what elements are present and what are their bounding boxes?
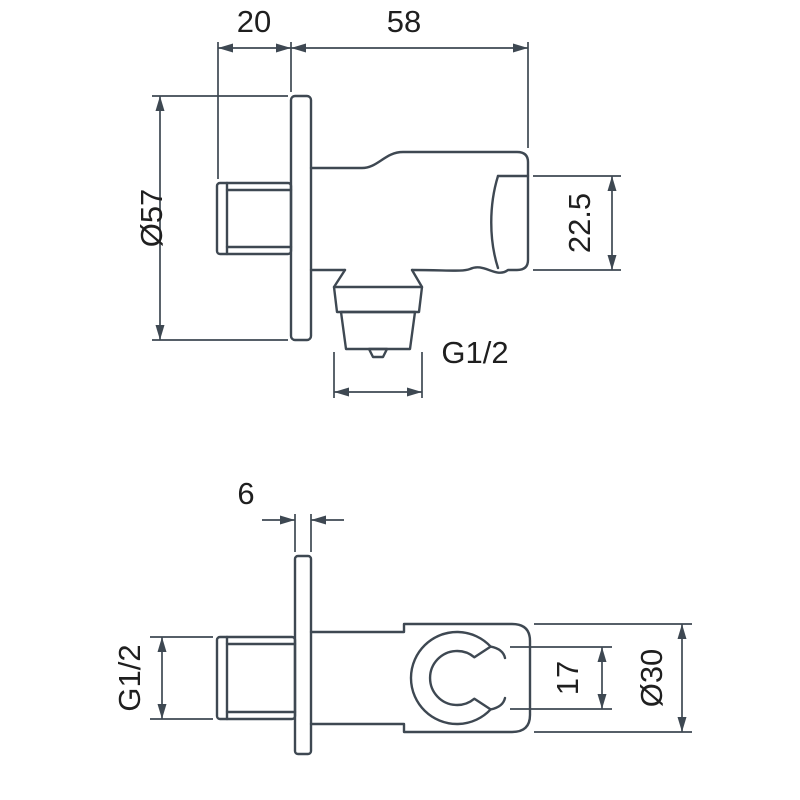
- outlet-thread-tip: [339, 310, 417, 351]
- wall-flange-plan: [293, 554, 313, 756]
- holder-body-profile: [309, 150, 530, 274]
- wall-flange: [289, 94, 313, 342]
- outlet-flare-left: [332, 268, 347, 289]
- holder-body-plan: [309, 622, 532, 734]
- dim-label-outlet-thread: G1/2: [441, 335, 508, 370]
- outlet-tab: [367, 347, 389, 359]
- dim-label-cradle-opening: 17: [550, 661, 585, 695]
- front-view-labels: 20 58 Ø57 22.5 G1/2: [134, 4, 597, 370]
- inlet-thread: [215, 181, 293, 256]
- plan-view: 6 G1/2 17 Ø30: [112, 476, 692, 756]
- front-view-geometry: [215, 94, 530, 359]
- cradle-tip-bottom: [489, 696, 507, 711]
- dim-label-inlet-thread: G1/2: [112, 644, 147, 711]
- dim-label-cradle-diameter: Ø30: [634, 649, 669, 708]
- cup-interior-curve: [490, 174, 500, 270]
- cradle-tip-top: [489, 645, 507, 660]
- dim-label-thread-length: 20: [237, 4, 271, 39]
- outlet-nut: [332, 285, 424, 314]
- plan-view-geometry: [215, 554, 532, 756]
- dim-label-flange-thickness: 6: [237, 476, 254, 511]
- outlet-flare-right: [410, 268, 424, 289]
- front-view-dimensions: [152, 42, 621, 398]
- dim-label-outlet-height: 22.5: [562, 193, 597, 253]
- cradle-clip: [409, 630, 492, 726]
- plan-view-labels: 6 G1/2 17 Ø30: [112, 476, 669, 712]
- plan-view-dimensions: [150, 514, 692, 733]
- dim-label-flange-diameter: Ø57: [134, 189, 169, 248]
- dim-label-body-depth: 58: [387, 4, 421, 39]
- inlet-thread-plan: [215, 635, 297, 721]
- front-view: 20 58 Ø57 22.5 G1/2: [134, 4, 621, 398]
